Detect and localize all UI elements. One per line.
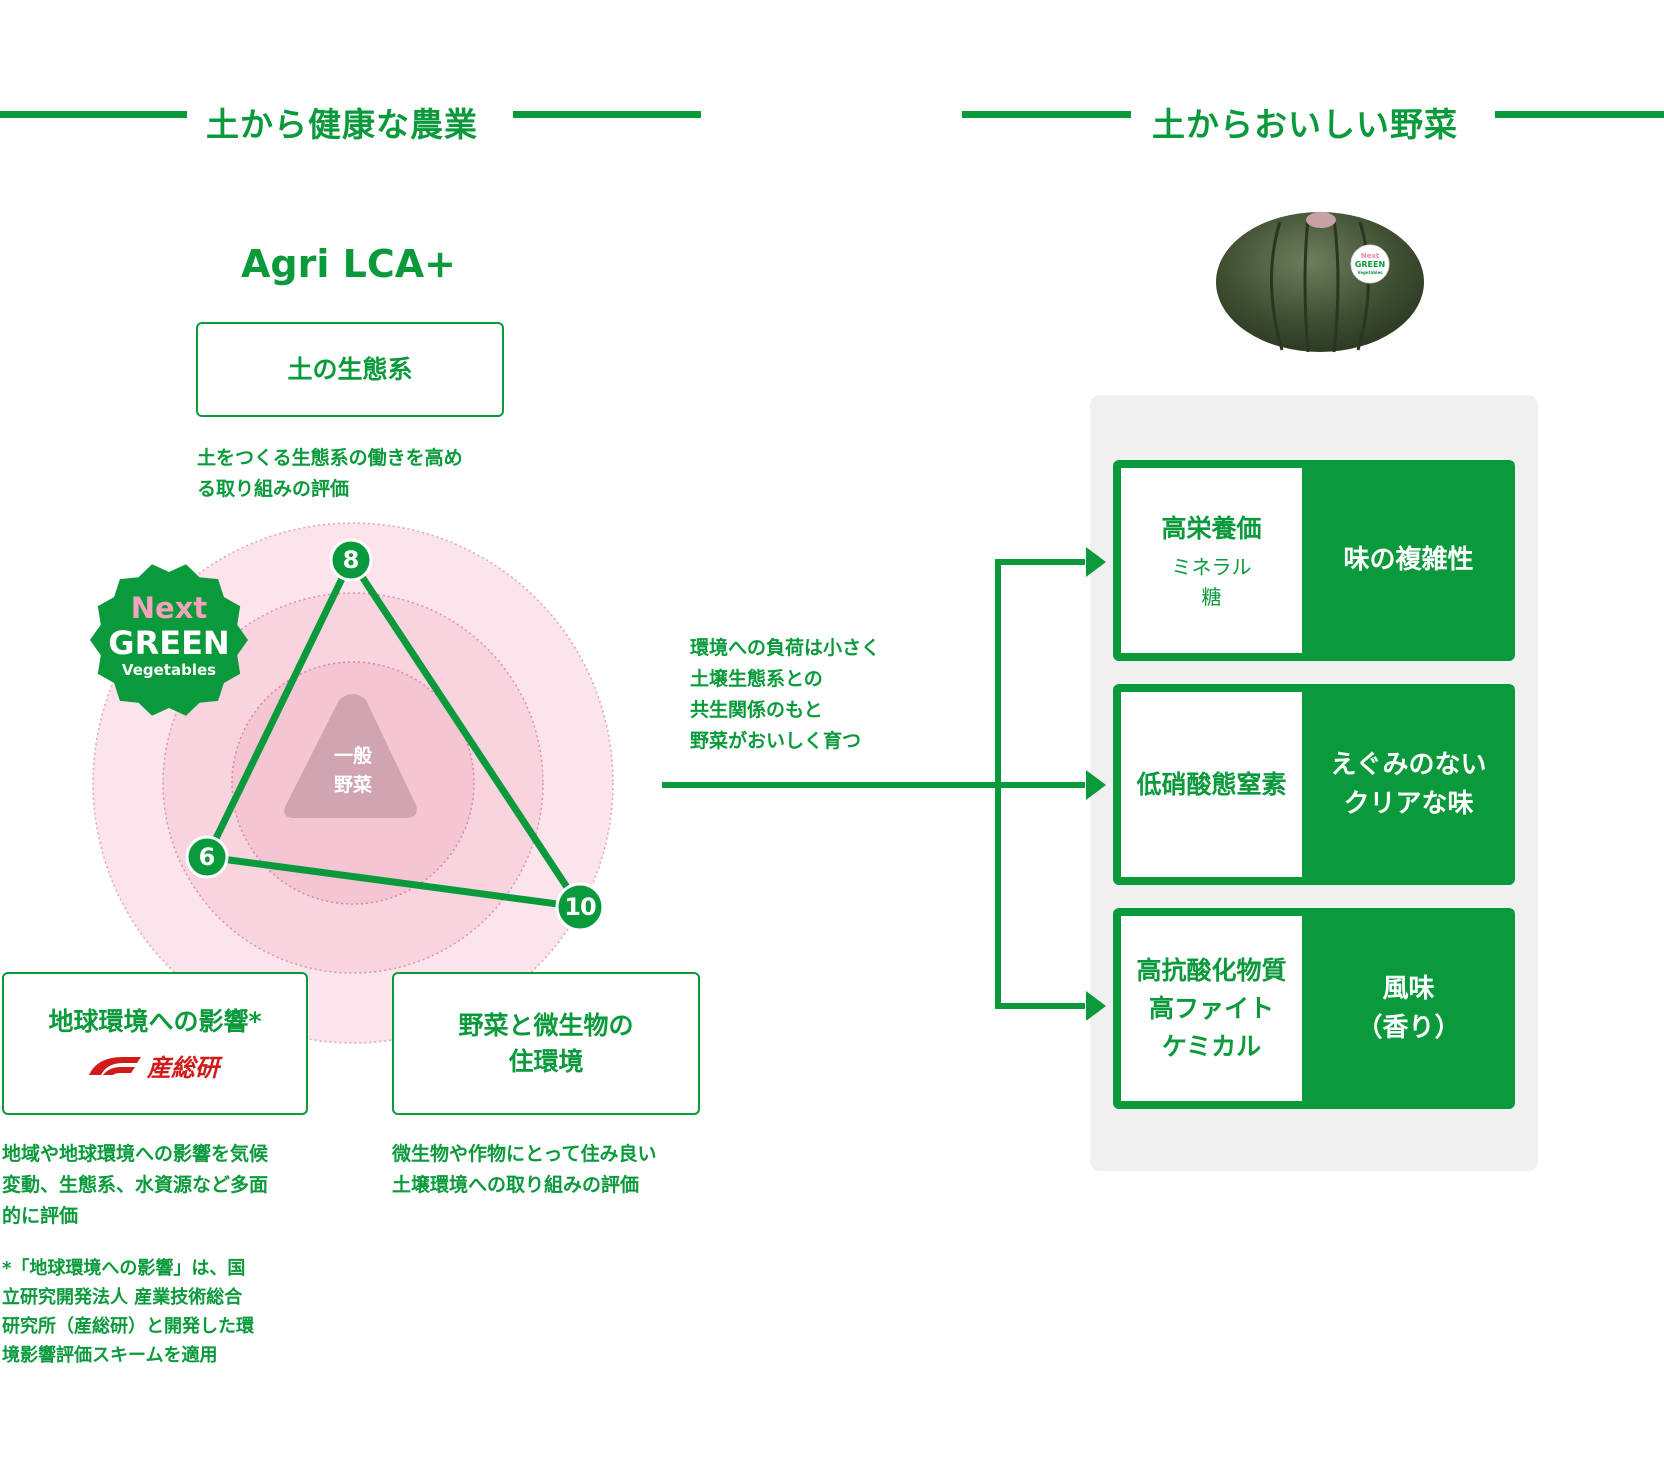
score-left-label: 6 [198, 843, 216, 871]
badge-green: GREEN [108, 624, 230, 662]
pumpkin-stem [1306, 212, 1336, 228]
microbe-habitat-box: 野菜と微生物の 住環境 [392, 972, 700, 1115]
pumpkin-rib-1 [1270, 221, 1284, 351]
arrow-head-bottom-icon [1086, 991, 1106, 1020]
benefit-card-3-title: 高抗酸化物質 高ファイト ケミカル [1136, 955, 1287, 1061]
benefit-card-1-right: 味の複雑性 [1302, 460, 1515, 661]
soil-ecosystem-title: 土の生態系 [287, 354, 413, 384]
benefit-card-1-result: 味の複雑性 [1343, 545, 1474, 575]
flow-arrows [662, 547, 1106, 1020]
pumpkin-image: Next GREEN Vegetables [1216, 212, 1424, 353]
benefit-card-3: 高抗酸化物質 高ファイト ケミカル 風味 （香り） [1113, 908, 1515, 1109]
microbe-habitat-desc: 微生物や作物にとって住み良い 土壌環境への取り組みの評価 [392, 1143, 657, 1196]
arrow-head-middle-icon [1086, 770, 1106, 800]
benefit-card-3-left: 高抗酸化物質 高ファイト ケミカル [1121, 916, 1302, 1101]
benefit-card-1: 高栄養価 ミネラル 糖 味の複雑性 [1113, 460, 1515, 661]
next-green-badge [90, 564, 248, 716]
aist-logo-text: 産総研 [147, 1054, 219, 1082]
microbe-habitat-title: 野菜と微生物の 住環境 [458, 1010, 634, 1076]
benefit-card-1-left: 高栄養価 ミネラル 糖 [1121, 468, 1302, 653]
agri-lca-title: Agri LCA+ [241, 242, 456, 286]
soil-ecosystem-desc: 土をつくる生態系の働きを高め る取り組みの評価 [197, 447, 463, 500]
pumpkin-rib-4 [1332, 217, 1340, 353]
left-section-title: 土から健康な農業 [206, 105, 478, 144]
right-title-rule-left [962, 111, 1131, 118]
aist-logo-mark-icon [89, 1056, 141, 1075]
badge-text: Next GREEN Vegetables [100, 594, 238, 678]
flow-description: 環境への負荷は小さく 土壌生態系との 共生関係のもと 野菜がおいしく育つ [690, 637, 881, 752]
benefit-card-3-right: 風味 （香り） [1302, 908, 1515, 1109]
badge-vegetables: Vegetables [121, 661, 217, 679]
benefit-card-2-left: 低硝酸態窒素 [1121, 692, 1302, 877]
score-triangle [203, 556, 584, 911]
earth-impact-note: *「地球環境への影響」は、国 立研究開発法人 産業技術総合 研究所（産総研）と開… [2, 1258, 254, 1366]
score-right-label: 10 [564, 893, 596, 921]
benefit-card-2: 低硝酸態窒素 えぐみのない クリアな味 [1113, 684, 1515, 885]
pumpkin-sticker-line2: GREEN [1355, 260, 1385, 269]
earth-impact-title: 地球環境への影響* [48, 1007, 262, 1036]
earth-impact-box: 地球環境への影響* [2, 972, 308, 1115]
left-title-rule-right [513, 111, 701, 118]
benefit-card-3-result: 風味 （香り） [1356, 973, 1461, 1043]
benefit-card-1-sub: ミネラル 糖 [1171, 554, 1252, 609]
pumpkin-sticker-line1: Next [1361, 252, 1380, 260]
benefit-card-2-right: えぐみのない クリアな味 [1302, 684, 1515, 885]
benefit-card-2-result: えぐみのない クリアな味 [1330, 749, 1487, 819]
general-vegetable-label: 一般 野菜 [333, 745, 372, 796]
left-title-rule-left [0, 111, 187, 118]
pumpkin-sticker [1350, 244, 1390, 284]
score-right-dot [555, 882, 605, 932]
aist-logo: 産総研 [0, 1048, 306, 1083]
right-title-rule-right [1495, 111, 1664, 118]
pumpkin-sticker-line3: Vegetables [1357, 270, 1383, 275]
score-top-label: 8 [342, 546, 360, 574]
benefit-card-2-title: 低硝酸態窒素 [1136, 769, 1287, 799]
badge-next: Next [130, 591, 208, 625]
pumpkin-body [1216, 212, 1424, 352]
arrow-head-top-icon [1086, 547, 1106, 577]
benefit-card-1-title: 高栄養価 [1161, 513, 1262, 543]
radar-diagram [90, 522, 614, 1044]
general-vegetable-triangle [284, 694, 417, 818]
right-section-title: 土からおいしい野菜 [1152, 105, 1458, 144]
pumpkin-rib-3 [1303, 217, 1310, 353]
soil-ecosystem-box: 土の生態系 [196, 322, 504, 417]
score-left-dot [185, 835, 229, 879]
earth-impact-desc: 地域や地球環境への影響を気候 変動、生態系、水資源など多面 的に評価 [2, 1143, 269, 1227]
score-top-dot [329, 538, 373, 582]
